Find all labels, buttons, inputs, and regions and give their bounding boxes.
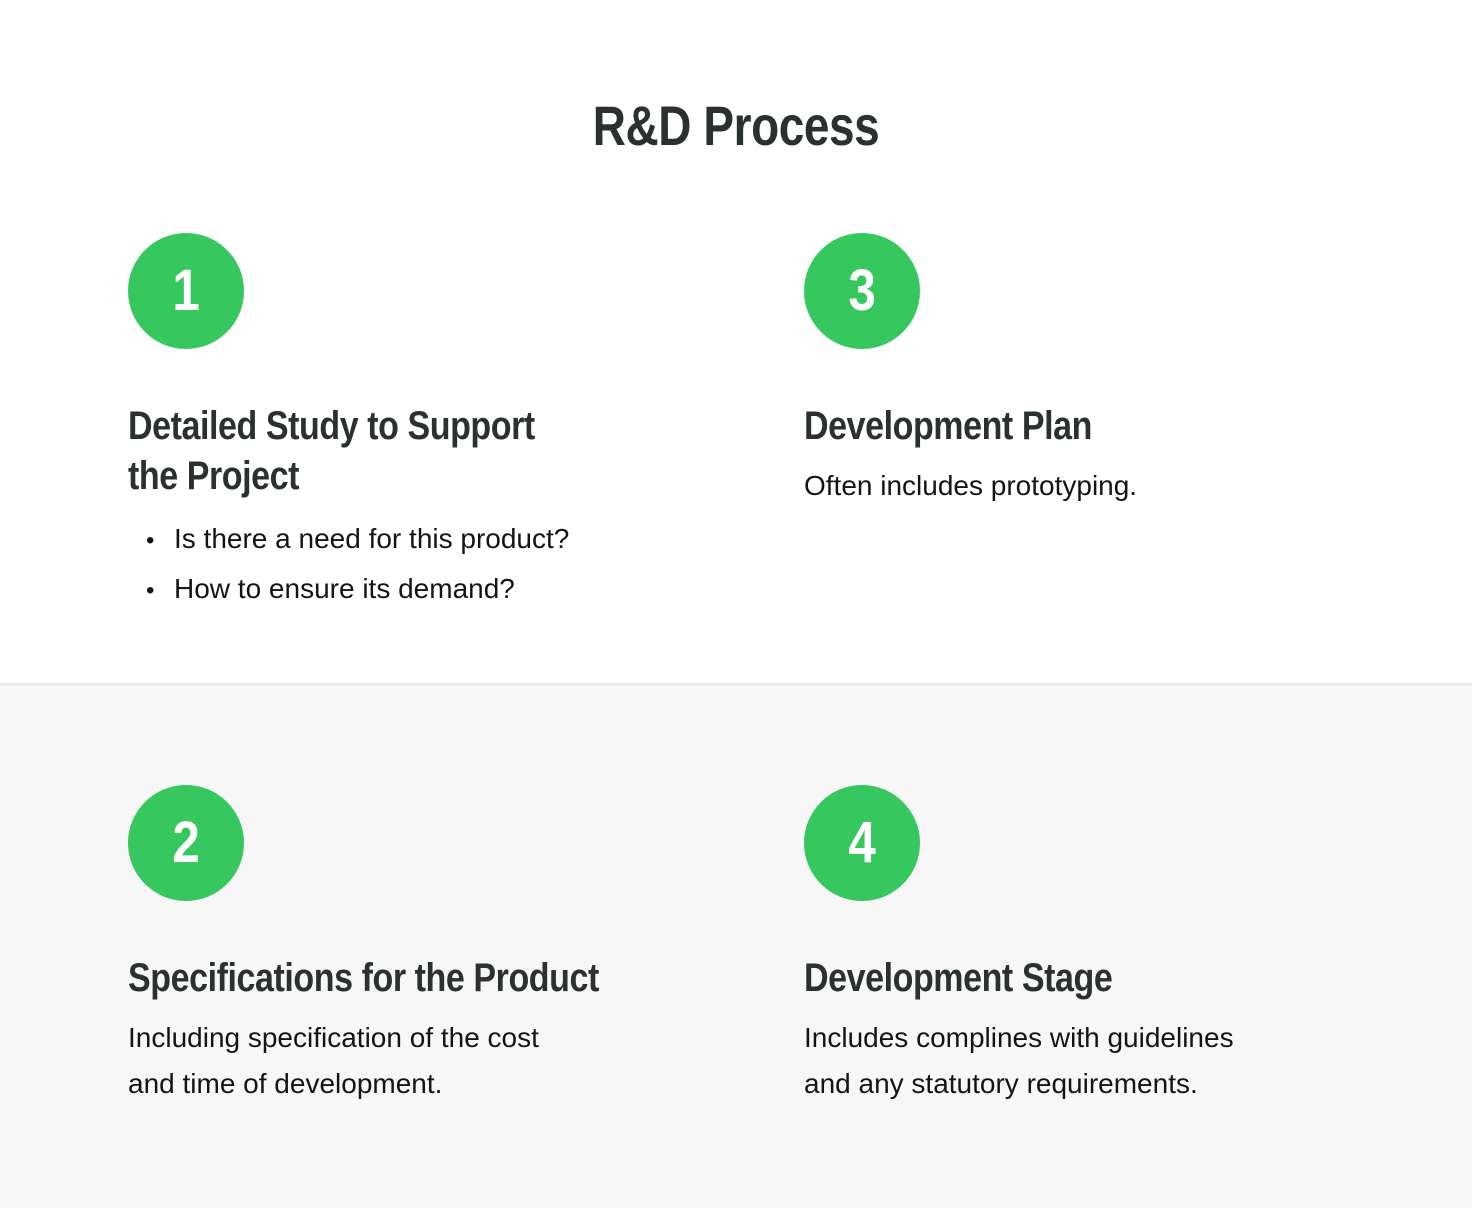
step-2-description: Including specification of the cost and … [128, 1022, 539, 1099]
step-3-number: 3 [848, 258, 876, 323]
bullet-item: • How to ensure its demand? [128, 565, 728, 615]
bullet-dot-icon: • [146, 577, 155, 604]
step-3-description: Often includes prototyping. [804, 470, 1138, 501]
step-1-number: 1 [172, 258, 200, 323]
bullet-dot-icon: • [146, 527, 155, 554]
step-1-bullet-list: • Is there a need for this product? • Ho… [128, 515, 728, 615]
step-2-number: 2 [172, 810, 200, 875]
bottom-section-background [0, 683, 1472, 1208]
step-4-number: 4 [848, 810, 876, 875]
step-2: 2 Specifications for the Product Includi… [128, 785, 728, 1107]
step-3-title: Development Plan [804, 404, 1092, 448]
bullet-text: Is there a need for this product? [174, 523, 570, 554]
step-4-title: Development Stage [804, 956, 1113, 1000]
step-1: 1 Detailed Study to Support the Project … [128, 233, 728, 615]
page-title: R&D Process [592, 94, 880, 157]
step-4-number-badge: 4 [804, 785, 920, 901]
bullet-text: How to ensure its demand? [174, 573, 515, 604]
bullet-item: • Is there a need for this product? [128, 515, 728, 565]
step-2-title: Specifications for the Product [128, 956, 599, 1000]
step-4-description: Includes complines with guidelines and a… [804, 1022, 1234, 1099]
step-3: 3 Development Plan Often includes protot… [804, 233, 1404, 509]
step-1-title: Detailed Study to Support the Project [128, 404, 535, 498]
step-3-number-badge: 3 [804, 233, 920, 349]
step-4: 4 Development Stage Includes complines w… [804, 785, 1404, 1107]
step-2-number-badge: 2 [128, 785, 244, 901]
step-1-number-badge: 1 [128, 233, 244, 349]
